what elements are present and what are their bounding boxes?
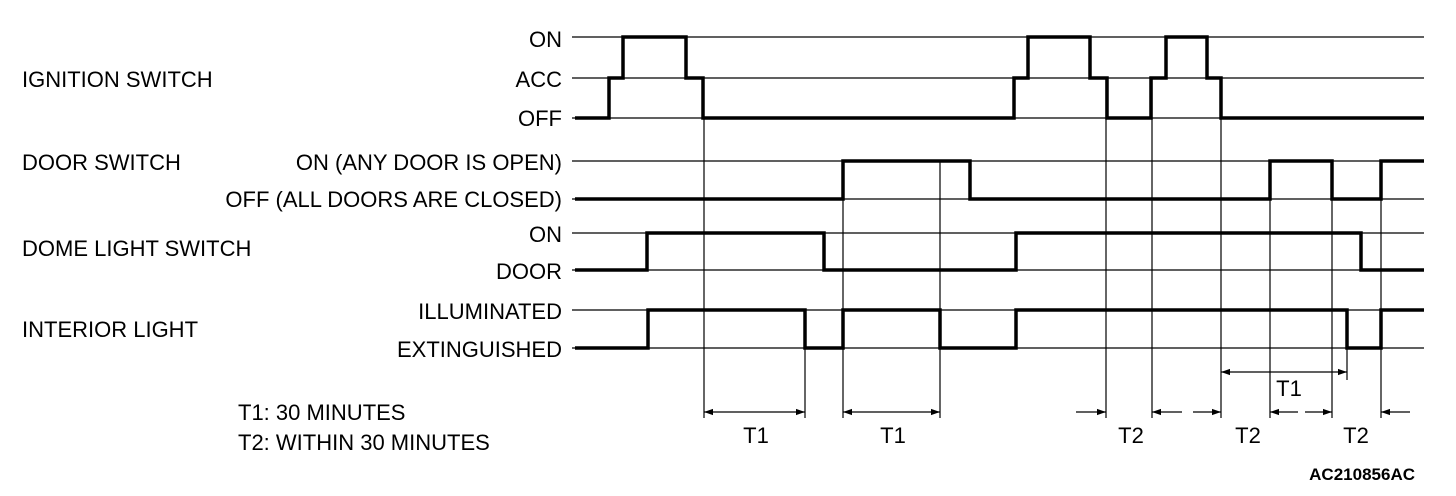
figure-reference-code: AC210856AC (1309, 465, 1415, 484)
level-lines (572, 36, 1424, 349)
door-switch-name: DOOR SWITCH (22, 150, 181, 175)
ignition-state-acc: ACC (516, 67, 563, 92)
door-switch-waveform (575, 159, 1424, 201)
interior-light-name: INTERIOR LIGHT (22, 317, 198, 342)
t2-label: T2 (1235, 423, 1261, 448)
legend-t1: T1: 30 MINUTES (238, 400, 405, 425)
dome-light-switch-name: DOME LIGHT SWITCH (22, 236, 251, 261)
dimension-arrows (704, 368, 1410, 416)
ignition-switch-waveform (575, 35, 1424, 120)
door-state-on: ON (ANY DOOR IS OPEN) (296, 150, 562, 175)
guide-lines (703, 78, 1382, 418)
door-state-off: OFF (ALL DOORS ARE CLOSED) (225, 187, 562, 212)
dome-state-on: ON (529, 222, 562, 247)
interior-state-illuminated: ILLUMINATED (418, 299, 562, 324)
ignition-state-on: ON (529, 27, 562, 52)
interior-light-waveform (575, 308, 1424, 350)
t1-label: T1 (880, 423, 906, 448)
interior-state-extinguished: EXTINGUISHED (397, 337, 562, 362)
t1-label: T1 (1276, 376, 1302, 401)
t2-label: T2 (1343, 423, 1369, 448)
dome-light-switch-waveform (575, 231, 1424, 272)
legend-t2: T2: WITHIN 30 MINUTES (238, 430, 490, 455)
t1-label: T1 (743, 423, 769, 448)
ignition-switch-name: IGNITION SWITCH (22, 67, 213, 92)
waveforms (575, 35, 1424, 350)
t2-label: T2 (1118, 423, 1144, 448)
ignition-state-off: OFF (518, 106, 562, 131)
dome-state-door: DOOR (496, 259, 562, 284)
